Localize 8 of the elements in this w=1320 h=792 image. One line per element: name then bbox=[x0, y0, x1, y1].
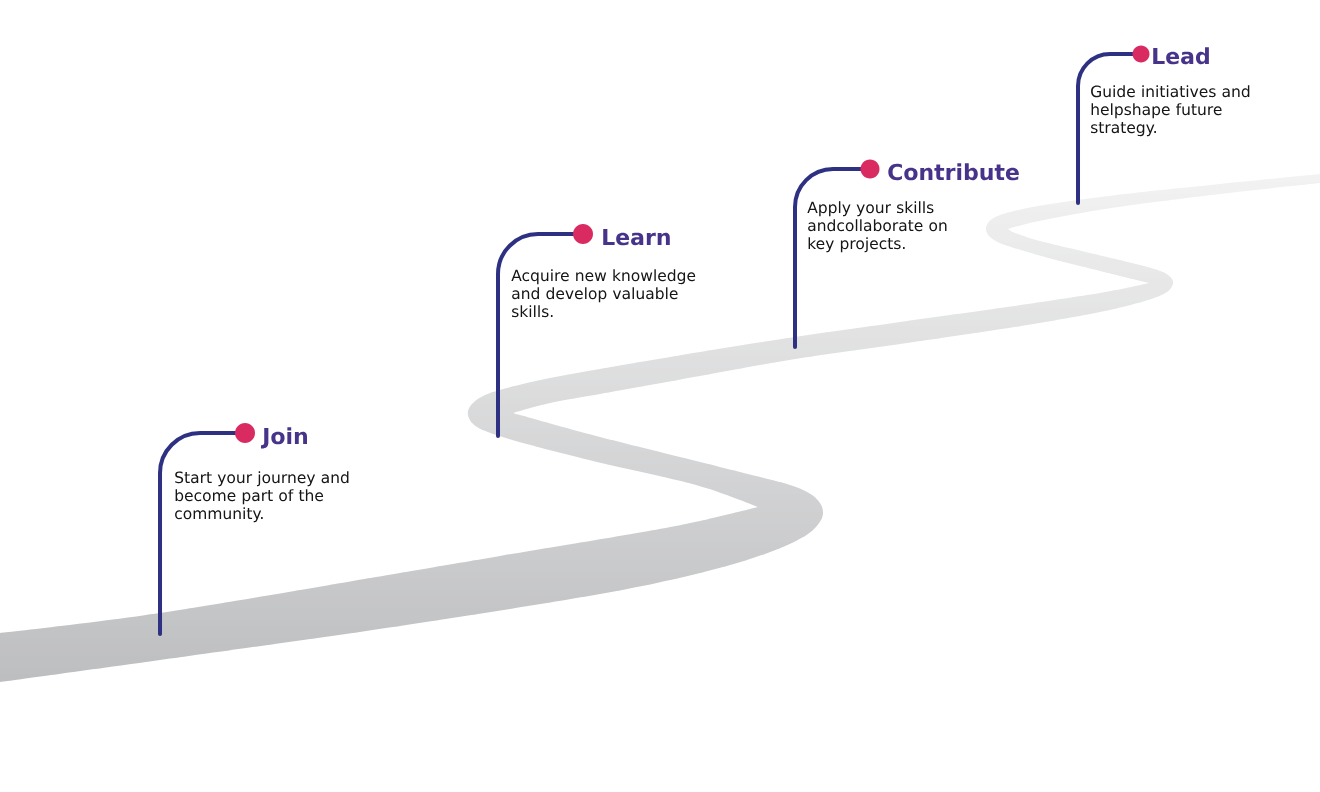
milestone-title: Join bbox=[260, 427, 307, 449]
milestone-title: Learn bbox=[603, 228, 670, 246]
milestone-title: Lead bbox=[1153, 47, 1209, 65]
milestone-description: Apply your skills andcollaborate on key projects. bbox=[807, 201, 947, 253]
milestone-description: Acquire new knowledge and develop valuable skills. bbox=[511, 269, 696, 318]
milestone-description: Start your journey and become part of the community. bbox=[175, 471, 349, 523]
milestone-title: Contribute bbox=[888, 163, 1019, 181]
milestone-description: Guide initiatives and helpshape future strategy. bbox=[1091, 85, 1250, 137]
